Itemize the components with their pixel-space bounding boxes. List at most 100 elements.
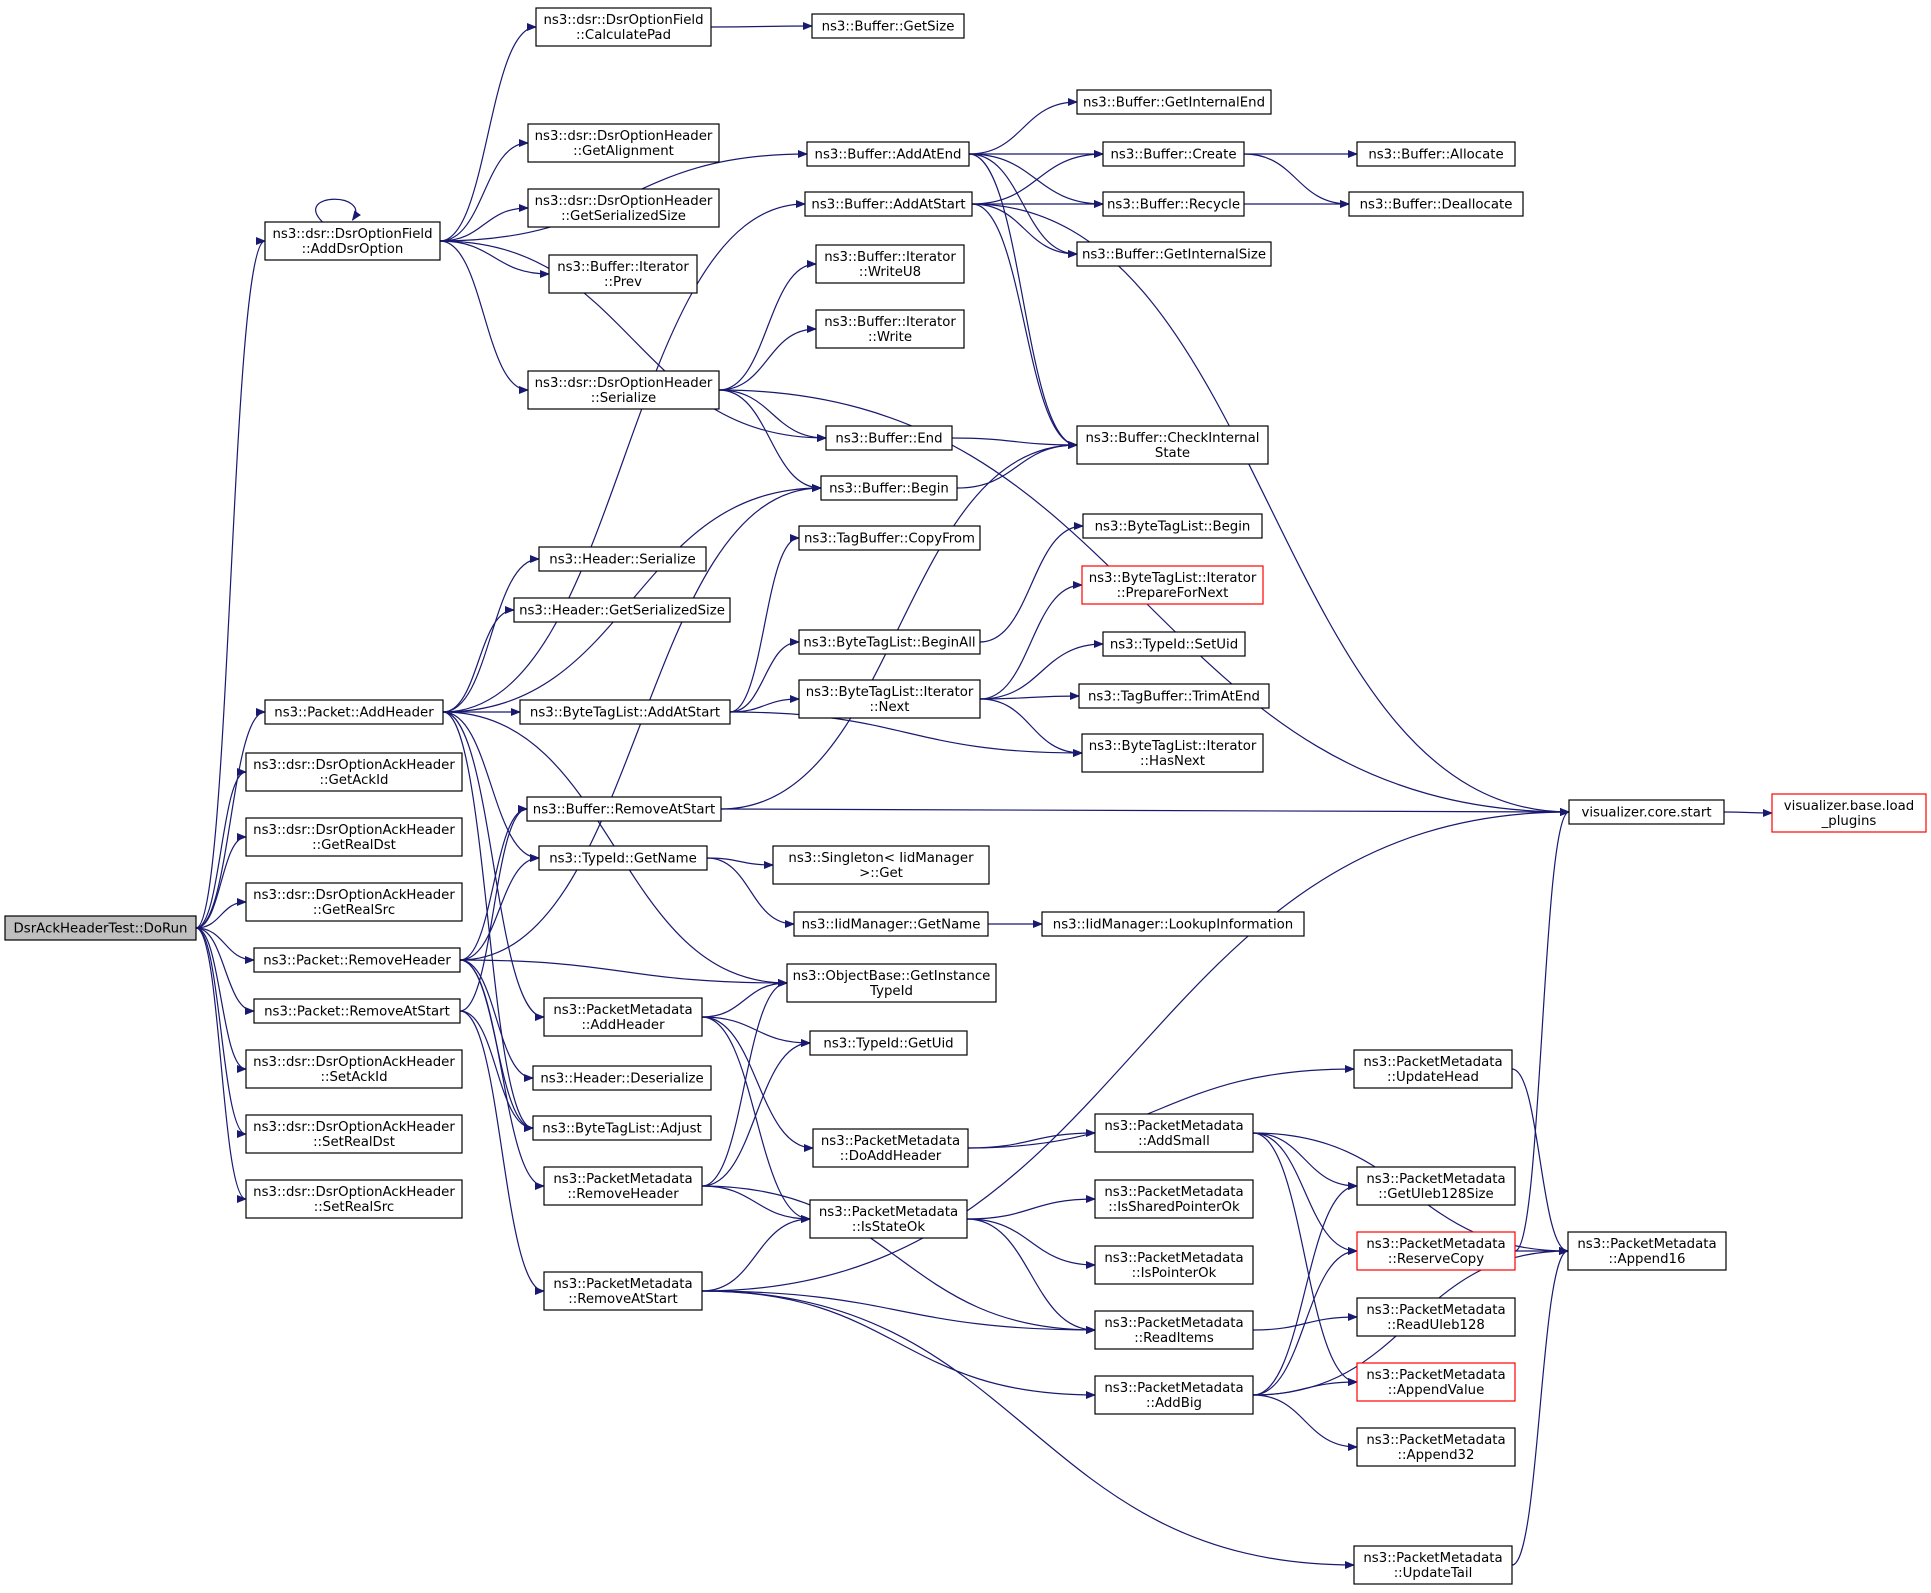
node-lookupInfo[interactable]: ns3::IidManager::LookupInformation bbox=[1041, 911, 1305, 937]
edge-pktRemoveAtStart-to-bufRemoveAtStart bbox=[459, 805, 528, 1012]
node-box bbox=[538, 546, 707, 572]
node-hdrDeserialize[interactable]: ns3::Header::Deserialize bbox=[532, 1065, 712, 1091]
node-hdrSerialize[interactable]: ns3::Header::Serialize bbox=[538, 546, 707, 572]
node-btlBegin[interactable]: ns3::ByteTagList::Begin bbox=[1082, 513, 1263, 539]
node-label: ::GetRealDst bbox=[312, 838, 396, 853]
node-tagCopyFrom[interactable]: ns3::TagBuffer::CopyFrom bbox=[798, 525, 981, 551]
node-box bbox=[1081, 565, 1264, 605]
node-box bbox=[245, 1179, 463, 1219]
node-label: ns3::PacketMetadata bbox=[553, 1003, 692, 1018]
node-vizStart[interactable]: visualizer.core.start bbox=[1568, 799, 1725, 825]
edge-optSerialize-to-bufBegin bbox=[718, 389, 822, 492]
node-append32[interactable]: ns3::PacketMetadata::Append32 bbox=[1356, 1427, 1516, 1467]
node-singletonGet[interactable]: ns3::Singleton< IidManager>::Get bbox=[772, 845, 990, 885]
node-hasNext[interactable]: ns3::ByteTagList::Iterator::HasNext bbox=[1081, 733, 1264, 773]
node-getInternalSize[interactable]: ns3::Buffer::GetInternalSize bbox=[1076, 241, 1272, 267]
node-calculatePad[interactable]: ns3::dsr::DsrOptionField::CalculatePad bbox=[535, 7, 712, 47]
node-pktRemoveAtStart[interactable]: ns3::Packet::RemoveAtStart bbox=[253, 998, 461, 1024]
node-label: ns3::PacketMetadata bbox=[553, 1277, 692, 1292]
node-doAddHeader[interactable]: ns3::PacketMetadata::DoAddHeader bbox=[812, 1128, 969, 1168]
node-getAlignment[interactable]: ns3::dsr::DsrOptionHeader::GetAlignment bbox=[527, 123, 720, 163]
node-updateTail[interactable]: ns3::PacketMetadata::UpdateTail bbox=[1353, 1545, 1513, 1585]
node-addAtEnd[interactable]: ns3::Buffer::AddAtEnd bbox=[806, 141, 970, 167]
node-beginAll[interactable]: ns3::ByteTagList::BeginAll bbox=[798, 629, 981, 655]
node-pmAddHeader[interactable]: ns3::PacketMetadata::AddHeader bbox=[543, 997, 703, 1037]
node-prepareForNext[interactable]: ns3::ByteTagList::Iterator::PrepareForNe… bbox=[1081, 565, 1264, 605]
node-label: ns3::PacketMetadata bbox=[1366, 1172, 1505, 1187]
node-reserveCopy[interactable]: ns3::PacketMetadata::ReserveCopy bbox=[1356, 1231, 1516, 1271]
node-label: ns3::Header::Deserialize bbox=[540, 1072, 703, 1087]
edge-optSerialize-to-write bbox=[718, 325, 817, 391]
node-setRealSrc[interactable]: ns3::dsr::DsrOptionAckHeader::SetRealSrc bbox=[245, 1179, 463, 1219]
node-isPointerOk[interactable]: ns3::PacketMetadata::IsPointerOk bbox=[1094, 1245, 1254, 1285]
edge-addDsrOption-to-addDsrOption bbox=[315, 198, 361, 223]
node-label: ::GetAlignment bbox=[573, 144, 674, 159]
node-bufBegin[interactable]: ns3::Buffer::Begin bbox=[820, 475, 958, 501]
node-getRealDst[interactable]: ns3::dsr::DsrOptionAckHeader::GetRealDst bbox=[245, 817, 463, 857]
node-getAckId[interactable]: ns3::dsr::DsrOptionAckHeader::GetAckId bbox=[245, 752, 463, 792]
node-getRealSrc[interactable]: ns3::dsr::DsrOptionAckHeader::GetRealSrc bbox=[245, 882, 463, 922]
node-allocate[interactable]: ns3::Buffer::Allocate bbox=[1356, 141, 1516, 167]
edge-updateTail-to-append16 bbox=[1511, 1247, 1569, 1566]
node-vizLoad[interactable]: visualizer.base.load_plugins bbox=[1771, 793, 1927, 833]
node-getInternalEnd[interactable]: ns3::Buffer::GetInternalEnd bbox=[1076, 89, 1272, 115]
node-write[interactable]: ns3::Buffer::Iterator::Write bbox=[815, 309, 965, 349]
node-isStateOk[interactable]: ns3::PacketMetadata::IsStateOk bbox=[809, 1199, 968, 1239]
node-setRealDst[interactable]: ns3::dsr::DsrOptionAckHeader::SetRealDst bbox=[245, 1114, 463, 1154]
node-updateHead[interactable]: ns3::PacketMetadata::UpdateHead bbox=[1353, 1049, 1513, 1089]
node-box bbox=[1356, 1362, 1516, 1402]
node-pktRemoveHeader[interactable]: ns3::Packet::RemoveHeader bbox=[253, 947, 461, 973]
node-optSerialize[interactable]: ns3::dsr::DsrOptionHeader::Serialize bbox=[527, 370, 720, 410]
node-label: ::IsPointerOk bbox=[1132, 1266, 1217, 1281]
node-iterPrev[interactable]: ns3::Buffer::Iterator::Prev bbox=[548, 254, 698, 294]
edge-doAddHeader-to-addSmall bbox=[967, 1129, 1096, 1149]
node-typeGetName[interactable]: ns3::TypeId::GetName bbox=[538, 845, 708, 871]
node-appendValue[interactable]: ns3::PacketMetadata::AppendValue bbox=[1356, 1362, 1516, 1402]
node-writeU8[interactable]: ns3::Buffer::Iterator::WriteU8 bbox=[815, 244, 965, 284]
node-label: ns3::Buffer::GetInternalSize bbox=[1082, 248, 1266, 263]
node-getUleb128Size[interactable]: ns3::PacketMetadata::GetUleb128Size bbox=[1356, 1166, 1516, 1206]
node-btlAddAtStart[interactable]: ns3::ByteTagList::AddAtStart bbox=[519, 699, 731, 725]
node-root[interactable]: DsrAckHeaderTest::DoRun bbox=[4, 915, 197, 941]
node-readUleb128[interactable]: ns3::PacketMetadata::ReadUleb128 bbox=[1356, 1297, 1516, 1337]
node-setUid[interactable]: ns3::TypeId::SetUid bbox=[1102, 631, 1246, 657]
node-label: ::Append16 bbox=[1609, 1252, 1686, 1267]
node-bufGetSize[interactable]: ns3::Buffer::GetSize bbox=[811, 13, 965, 39]
node-readItems[interactable]: ns3::PacketMetadata::ReadItems bbox=[1094, 1310, 1254, 1350]
node-pmRemoveAtStart[interactable]: ns3::PacketMetadata::RemoveAtStart bbox=[543, 1271, 703, 1311]
node-bufCreate[interactable]: ns3::Buffer::Create bbox=[1102, 141, 1245, 167]
node-label: ::AddSmall bbox=[1138, 1134, 1210, 1149]
node-addDsrOption[interactable]: ns3::dsr::DsrOptionField::AddDsrOption bbox=[264, 221, 441, 261]
node-append16[interactable]: ns3::PacketMetadata::Append16 bbox=[1567, 1231, 1727, 1271]
node-box bbox=[1356, 1166, 1516, 1206]
node-iidGetName[interactable]: ns3::IidManager::GetName bbox=[793, 911, 989, 937]
node-bufEnd[interactable]: ns3::Buffer::End bbox=[825, 425, 953, 451]
node-pmRemoveHeader[interactable]: ns3::PacketMetadata::RemoveHeader bbox=[543, 1166, 703, 1206]
edge-addBig-to-append32 bbox=[1252, 1394, 1358, 1451]
edge-btlAddAtStart-to-tagCopyFrom bbox=[729, 534, 800, 713]
edge-btlNext-to-trimAtEnd bbox=[979, 692, 1080, 701]
node-trimAtEnd[interactable]: ns3::TagBuffer::TrimAtEnd bbox=[1078, 683, 1270, 709]
node-label: ::GetAckId bbox=[320, 773, 389, 788]
node-getSerSizeOpt[interactable]: ns3::dsr::DsrOptionHeader::GetSerialized… bbox=[527, 188, 720, 228]
node-addBig[interactable]: ns3::PacketMetadata::AddBig bbox=[1094, 1375, 1254, 1415]
node-bufRecycle[interactable]: ns3::Buffer::Recycle bbox=[1102, 191, 1245, 217]
node-btlAdjust[interactable]: ns3::ByteTagList::Adjust bbox=[532, 1115, 712, 1141]
node-deallocate[interactable]: ns3::Buffer::Deallocate bbox=[1348, 191, 1524, 217]
node-getUid[interactable]: ns3::TypeId::GetUid bbox=[809, 1030, 968, 1056]
node-hdrGetSerSize[interactable]: ns3::Header::GetSerializedSize bbox=[513, 597, 731, 623]
node-box bbox=[1356, 1231, 1516, 1271]
edge-pktAddHeader-to-typeGetName bbox=[442, 711, 540, 862]
node-setAckId[interactable]: ns3::dsr::DsrOptionAckHeader::SetAckId bbox=[245, 1049, 463, 1089]
node-addSmall[interactable]: ns3::PacketMetadata::AddSmall bbox=[1094, 1113, 1254, 1153]
node-label: ns3::ByteTagList::AddAtStart bbox=[530, 706, 720, 721]
node-label: ns3::Packet::RemoveHeader bbox=[263, 954, 451, 969]
node-addAtStartBuf[interactable]: ns3::Buffer::AddAtStart bbox=[804, 191, 973, 217]
node-isSharedPointerOk[interactable]: ns3::PacketMetadata::IsSharedPointerOk bbox=[1094, 1179, 1254, 1219]
node-pktAddHeader[interactable]: ns3::Packet::AddHeader bbox=[264, 699, 444, 725]
node-label: ::Next bbox=[870, 700, 910, 715]
node-bufRemoveAtStart[interactable]: ns3::Buffer::RemoveAtStart bbox=[526, 796, 722, 822]
node-btlNext[interactable]: ns3::ByteTagList::Iterator::Next bbox=[798, 679, 981, 719]
